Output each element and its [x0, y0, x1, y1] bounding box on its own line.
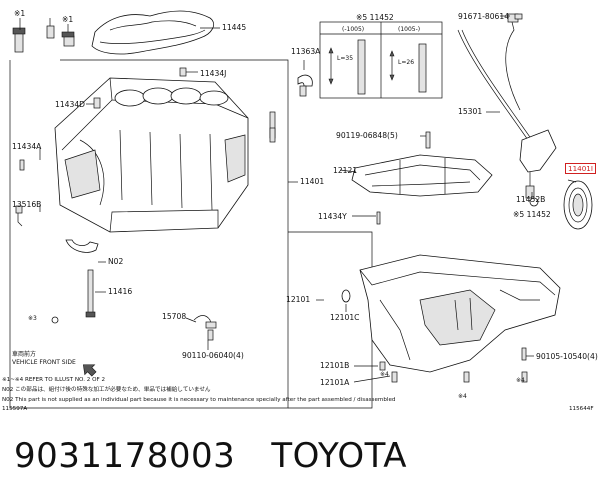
- label-11452-top: ※5 11452: [356, 13, 394, 22]
- baffle-plate: [351, 154, 493, 197]
- label-15301: 15301: [458, 107, 483, 116]
- dipstick-guide: [457, 29, 541, 156]
- caption: 9031178003 TOYOTA: [14, 436, 407, 476]
- diagram-code-right: 115644F: [569, 406, 594, 412]
- highlighted-part-11401i[interactable]: 11401I: [565, 163, 596, 175]
- cylinder-block: [54, 77, 249, 233]
- label-90110: 90110-06040(4): [182, 351, 244, 360]
- label-ref1: ※1: [14, 9, 26, 18]
- label-11434y: 11434Y: [318, 212, 347, 221]
- label-11401: 11401: [300, 177, 325, 186]
- oil-pan: [359, 254, 561, 373]
- label-91671: 91671-80614: [458, 12, 510, 21]
- label-11452-bottom: ※5 11452: [513, 210, 551, 219]
- vehicle-front-en: VEHICLE FRONT SIDE: [12, 359, 76, 366]
- label-ref3: ※3: [28, 315, 37, 322]
- label-ref4a: ※4: [458, 393, 467, 400]
- label-90105: 90105-10540(4): [536, 352, 598, 361]
- vehicle-front-arrow: [82, 364, 97, 377]
- label-12101a: 12101A: [320, 378, 350, 387]
- label-13516b: 13516B: [12, 200, 42, 209]
- label-12121: 12121: [333, 166, 358, 175]
- label-11363a: 11363A: [291, 47, 321, 56]
- note-jp: N02 この部品は、組付け後の特殊な加工が必要なため、単品では補給していません: [2, 387, 211, 393]
- inset-dim1: L=35: [337, 55, 354, 62]
- label-11452b: 11452B: [516, 195, 546, 204]
- label-90119: 90119-06848(5): [336, 131, 398, 140]
- diagram-code-left: 115597A: [2, 406, 28, 412]
- label-n02: N02: [108, 257, 124, 266]
- vehicle-front-jp: 車両前方: [12, 351, 37, 358]
- label-ref1b: ※1: [62, 15, 74, 24]
- label-15708: 15708: [162, 312, 187, 321]
- leader-lines: [19, 15, 577, 383]
- label-11434d: 11434D: [55, 100, 86, 109]
- inset-col1: (-1005): [342, 26, 365, 33]
- label-ref4b: ※4: [516, 377, 525, 384]
- head-gasket: [91, 10, 214, 55]
- label-11445: 11445: [222, 23, 247, 32]
- label-12101c: 12101C: [330, 313, 360, 322]
- brand-name: TOYOTA: [271, 436, 408, 476]
- note-en: N02 This part is not supplied as an indi…: [2, 397, 396, 403]
- pin-short: [418, 43, 427, 93]
- label-11434j: 11434J: [200, 69, 227, 78]
- fittings: [12, 13, 539, 383]
- inset-dim2: L=26: [398, 59, 415, 66]
- label-12101: 12101: [286, 295, 311, 304]
- inset-col2: (1005-): [398, 26, 421, 33]
- note-refer: ※1~※4 REFER TO ILLUST NO. 2 OF 2: [2, 377, 106, 383]
- pin-long: [357, 39, 366, 95]
- label-11416: 11416: [108, 287, 133, 296]
- dipstick: [505, 21, 521, 111]
- label-ref4c: ※4: [380, 371, 389, 378]
- label-12101b: 12101B: [320, 361, 350, 370]
- label-11434a: 11434A: [12, 142, 42, 151]
- part-number: 9031178003: [14, 436, 236, 476]
